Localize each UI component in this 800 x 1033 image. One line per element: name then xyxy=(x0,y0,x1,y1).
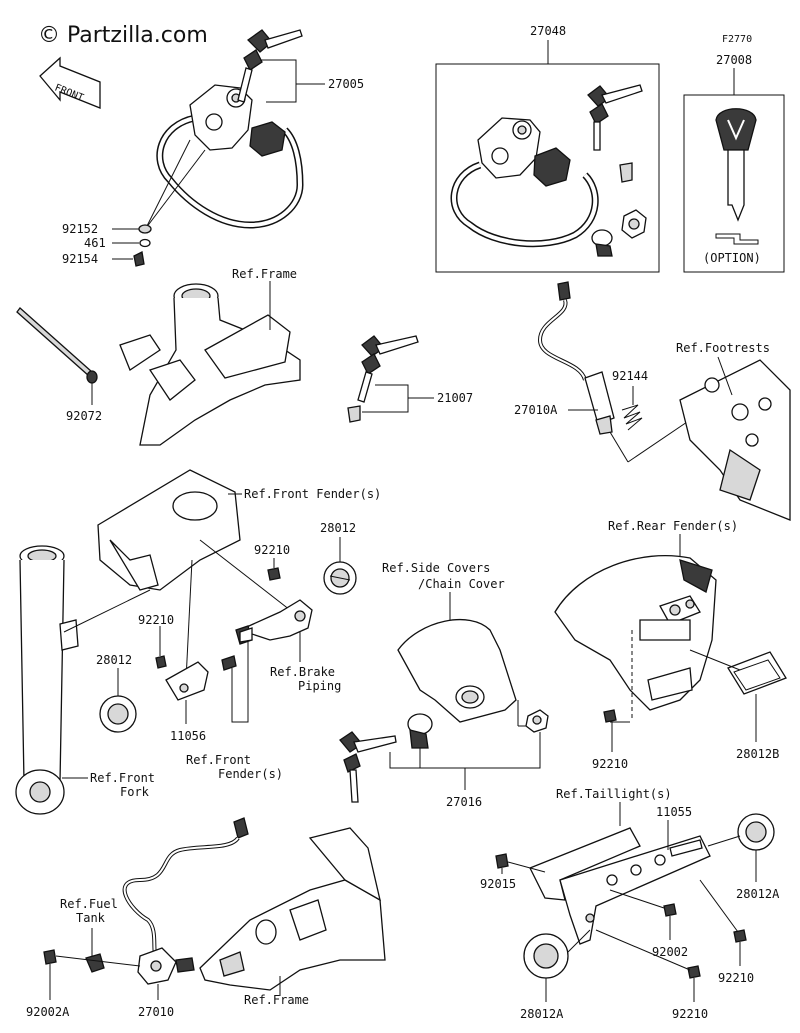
label-ref-front-fender-b1: Ref.Front xyxy=(186,753,251,767)
label-ref-frame-top: Ref.Frame xyxy=(232,267,297,281)
label-ref-fuel-tank-1: Ref.Fuel xyxy=(60,897,118,911)
side-cover-icon xyxy=(397,618,517,723)
label-ref-brake-2: Piping xyxy=(298,679,341,693)
label-27010A: 27010A xyxy=(514,403,558,417)
fuel-tank-bracket-icon xyxy=(85,953,105,973)
label-92210-b: 92210 xyxy=(138,613,174,627)
bolt-92002-icon xyxy=(663,903,677,917)
label-ref-side-covers-2: /Chain Cover xyxy=(418,577,505,591)
label-ref-front-fender-b2: Fender(s) xyxy=(218,767,283,781)
spring-92144-icon xyxy=(621,404,643,431)
label-27005: 27005 xyxy=(328,77,364,91)
frame-headstock-icon xyxy=(119,283,301,446)
label-27016: 27016 xyxy=(446,795,482,809)
bolt-92002A-icon xyxy=(43,949,57,965)
label-92210-a: 92210 xyxy=(254,543,290,557)
key-set-21007-icon xyxy=(347,335,419,423)
label-21007: 21007 xyxy=(437,391,473,405)
label-ref-brake-1: Ref.Brake xyxy=(270,665,335,679)
nut-92210-b-icon xyxy=(155,655,167,669)
bracket-11056-icon xyxy=(165,627,253,701)
label-11055: 11055 xyxy=(656,805,692,819)
grommet-28012-top-icon xyxy=(323,561,357,595)
leader-27005 xyxy=(260,59,297,103)
nut-92210-d-icon xyxy=(733,929,747,943)
washer-461-icon xyxy=(139,238,151,248)
label-92072: 92072 xyxy=(66,409,102,423)
screw-92154-icon xyxy=(133,251,145,267)
blank-key-icon xyxy=(715,108,757,222)
label-ref-side-covers-1: Ref.Side Covers xyxy=(382,561,490,575)
nut-92210-e-icon xyxy=(687,965,701,979)
label-27008: 27008 xyxy=(716,53,752,67)
front-fender-bracket-icon xyxy=(97,469,241,591)
label-92154: 92154 xyxy=(62,252,98,266)
label-28012A-right: 28012A xyxy=(736,887,780,901)
label-92002A: 92002A xyxy=(26,1005,70,1019)
label-ref-fuel-tank-2: Tank xyxy=(76,911,106,925)
neutral-switch-27010-icon xyxy=(122,817,249,985)
label-92002: 92002 xyxy=(652,945,688,959)
nut-92210-a-icon xyxy=(267,567,281,581)
label-92144: 92144 xyxy=(612,369,648,383)
watermark-text: © Partzilla.com xyxy=(38,23,208,48)
label-ref-taillight: Ref.Taillight(s) xyxy=(556,787,672,801)
side-stand-switch-icon xyxy=(537,281,615,435)
label-92210-c: 92210 xyxy=(592,757,628,771)
label-28012-top: 28012 xyxy=(320,521,356,535)
label-ref-footrests: Ref.Footrests xyxy=(676,341,770,355)
reflector-28012A-bottom-icon xyxy=(523,933,569,979)
label-ref-front-fork-1: Ref.Front xyxy=(90,771,155,785)
label-ref-front-fork-2: Fork xyxy=(120,785,150,799)
ignition-switch-kit-icon xyxy=(450,84,647,257)
washer-92152-icon xyxy=(138,224,152,234)
front-arrow-icon: FRONT xyxy=(39,56,101,109)
label-92210-d: 92210 xyxy=(718,971,754,985)
reflector-28012A-right-icon xyxy=(737,813,775,851)
ignition-switch-part-icon xyxy=(156,29,304,229)
nut-92015-icon xyxy=(495,853,509,869)
label-27048: 27048 xyxy=(530,24,566,38)
label-28012B: 28012B xyxy=(736,747,779,761)
footrest-bracket-icon xyxy=(679,359,791,521)
front-fork-icon xyxy=(15,545,79,815)
nut-92210-c-icon xyxy=(603,709,617,723)
cable-tie-icon xyxy=(16,307,98,384)
grommet-28012-left-icon xyxy=(99,695,137,733)
label-92152: 92152 xyxy=(62,222,98,236)
label-461: 461 xyxy=(84,236,106,250)
label-F2770: F2770 xyxy=(722,34,752,45)
frame-lower-icon xyxy=(199,827,386,991)
label-28012A-bottom: 28012A xyxy=(520,1007,564,1021)
rear-fender-icon xyxy=(554,554,717,711)
label-11056: 11056 xyxy=(170,729,206,743)
reflector-28012B-icon xyxy=(727,651,787,695)
label-ref-rear-fender: Ref.Rear Fender(s) xyxy=(608,519,738,533)
label-28012-left: 28012 xyxy=(96,653,132,667)
label-27010: 27010 xyxy=(138,1005,174,1019)
label-option: (OPTION) xyxy=(703,251,761,265)
label-ref-frame-bottom: Ref.Frame xyxy=(244,993,309,1007)
key-lock-27016-icon xyxy=(339,709,549,803)
label-ref-front-fender-top: Ref.Front Fender(s) xyxy=(244,487,381,501)
taillight-bracket-icon xyxy=(529,827,711,945)
label-92015: 92015 xyxy=(480,877,516,891)
label-92210-e: 92210 xyxy=(672,1007,708,1021)
